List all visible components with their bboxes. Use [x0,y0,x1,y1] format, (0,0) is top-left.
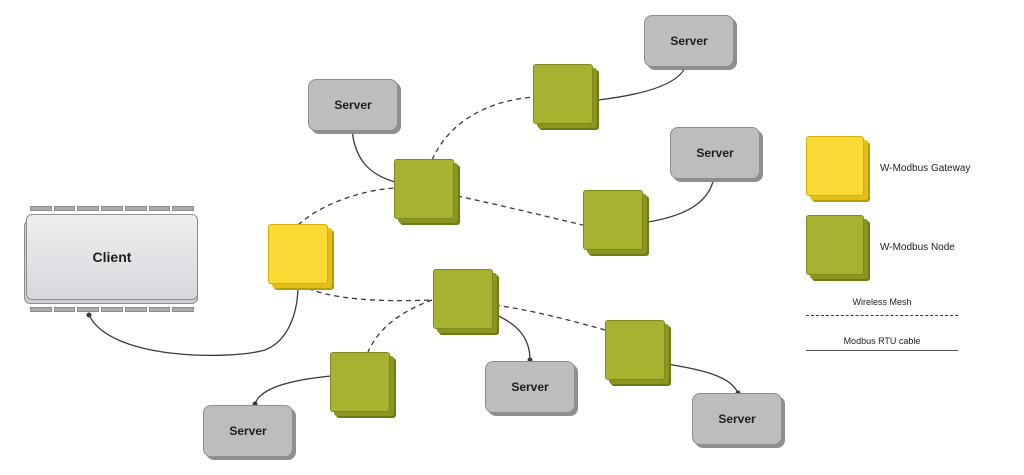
legend-cable-label: Modbus RTU cable [843,336,921,346]
cable-node-bottomleft-server [254,375,332,405]
legend-wireless-line [806,315,958,316]
legend-wireless-label: Wireless Mesh [852,297,912,307]
legend-node-swatch [806,215,864,275]
server-label: Server [696,146,734,160]
client-top-rail [30,206,195,211]
mesh-node-a[interactable] [394,159,454,219]
server-label: Server [334,98,372,112]
server-box[interactable]: Server [203,405,293,457]
server-box[interactable]: Server [644,15,734,67]
gateway-node[interactable] [268,224,328,284]
mesh-link-node-center-node-bottomright [494,304,606,331]
cable-node-top-server [597,64,687,101]
mesh-node-bottomleft[interactable] [330,352,390,412]
mesh-node-bottomright[interactable] [605,320,665,380]
cable-client-gateway [88,284,299,357]
cable-end-dot [86,312,92,318]
client-label: Client [26,214,198,300]
server-box[interactable]: Server [692,393,782,445]
client-bottom-rail [30,307,195,312]
server-box[interactable]: Server [670,127,760,179]
server-label: Server [718,412,756,426]
server-box[interactable]: Server [485,361,575,413]
mesh-link-gateway-node-a [297,187,396,226]
cable-node-center-server [493,313,531,361]
cable-node-a-server [351,129,396,183]
legend-cable-line [806,350,958,351]
mesh-node-top[interactable] [533,64,593,124]
cable-node-bottomright-server [667,363,739,394]
mesh-link-gateway-node-center [299,284,433,302]
server-box[interactable]: Server [308,79,398,131]
client-device[interactable]: Client [24,206,200,312]
legend-gateway-swatch [806,136,864,196]
legend-node-label: W-Modbus Node [880,242,955,253]
server-label: Server [670,34,708,48]
mesh-node-right[interactable] [583,190,643,250]
legend-gateway-label: W-Modbus Gateway [880,163,971,174]
mesh-node-center[interactable] [433,269,493,329]
mesh-link-node-a-node-top [431,96,536,161]
mesh-link-node-center-node-bottomleft [367,299,433,353]
mesh-link-node-a-node-right [456,195,584,226]
cable-node-right-server [647,176,715,223]
server-label: Server [511,380,549,394]
server-label: Server [229,424,267,438]
